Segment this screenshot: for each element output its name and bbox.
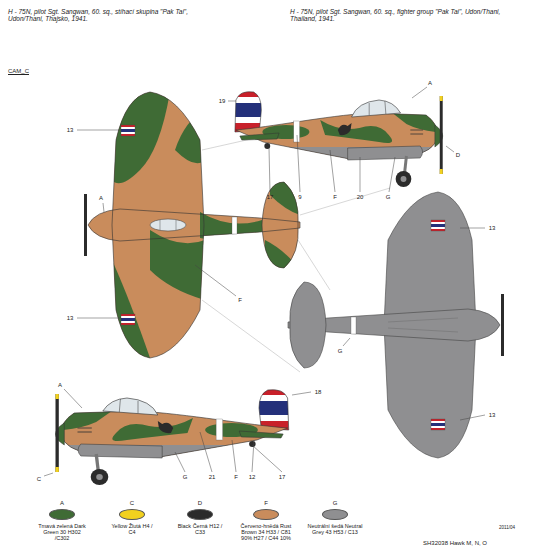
callout-letter: F (333, 194, 337, 201)
caption-english: H - 75N, pilot Sgt. Sangwan, 60. sq., fi… (290, 8, 520, 23)
callout-number: 19 (219, 98, 226, 105)
callout-number: 20 (357, 194, 364, 201)
callout-letter: G (183, 474, 188, 481)
callout-number: 9 (298, 194, 301, 201)
callout-number: 12 (249, 474, 256, 481)
legend-text: Červeno-hnědá Rust Brown 34 H33 / C81 90… (236, 523, 296, 541)
legend-text: Yellow Žlutá H4 / C4 (109, 523, 155, 535)
legend-letter: D (198, 500, 202, 507)
color-swatch (253, 509, 279, 520)
callout-number: 13 (489, 412, 496, 419)
callout-letter: F (234, 474, 238, 481)
callout-number: 13 (67, 127, 74, 134)
callout-number: 18 (315, 389, 322, 396)
kit-number: SH32038 Hawk M, N, O (423, 540, 487, 547)
color-swatch (187, 509, 213, 520)
callout-letter: D (456, 152, 460, 159)
callout-letter: F (238, 297, 242, 304)
legend-text: Black Černá H12 / C33 (177, 523, 223, 535)
color-swatch (49, 509, 75, 520)
legend-text: Neutrální šedá Neutral Grey 43 H53 / C13 (306, 523, 364, 535)
legend-letter: G (333, 500, 338, 507)
legend-letter: C (130, 500, 134, 507)
callout-letter: A (99, 195, 103, 202)
callout-letter: A (58, 382, 62, 389)
legend-text: Tmavá zelená Dark Green 30 H302 /C302 (37, 523, 87, 541)
callout-number: 17 (279, 474, 286, 481)
callout-letter: A (428, 80, 432, 87)
legend-letter: F (264, 500, 268, 507)
color-swatch (119, 509, 145, 520)
camouflage-code: CAM_C (8, 68, 29, 75)
callout-number: 13 (67, 315, 74, 322)
callout-letter: G (338, 348, 343, 355)
callout-number: 13 (489, 225, 496, 232)
legend-letter: A (60, 500, 64, 507)
caption-czech: H - 75N, pilot Sgt. Sangwan, 60. sq., st… (8, 8, 223, 23)
callout-letter: G (386, 194, 391, 201)
callout-letter: C (37, 476, 41, 483)
date-code: 2011/04 (499, 525, 515, 530)
callout-number: 17 (267, 194, 274, 201)
color-swatch (322, 509, 348, 520)
callout-number: 21 (209, 474, 216, 481)
